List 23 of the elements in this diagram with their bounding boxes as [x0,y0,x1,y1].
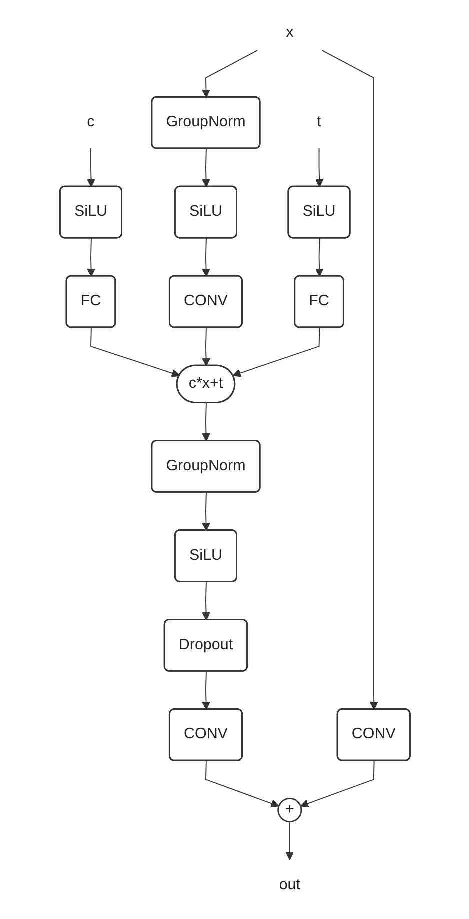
arrow [87,148,96,188]
node-text: t [317,114,322,130]
node-text: c [87,114,95,130]
arrow [315,148,324,188]
arrow [202,148,211,188]
arrow [300,760,375,808]
arrow [202,492,211,532]
arrow [90,327,180,378]
arrow [232,327,320,378]
arrow [202,402,211,442]
arrow [202,671,211,710]
arrow [202,238,211,277]
arrow [202,50,258,98]
arrow [322,50,378,710]
arrow [202,582,211,621]
arrow [206,760,280,808]
arrow [87,238,96,277]
node-text: out [279,877,301,894]
node-circle: + [278,798,302,823]
arrow [315,238,324,277]
node-text: x [286,24,294,41]
arrow [202,327,211,366]
arrow [286,821,294,860]
